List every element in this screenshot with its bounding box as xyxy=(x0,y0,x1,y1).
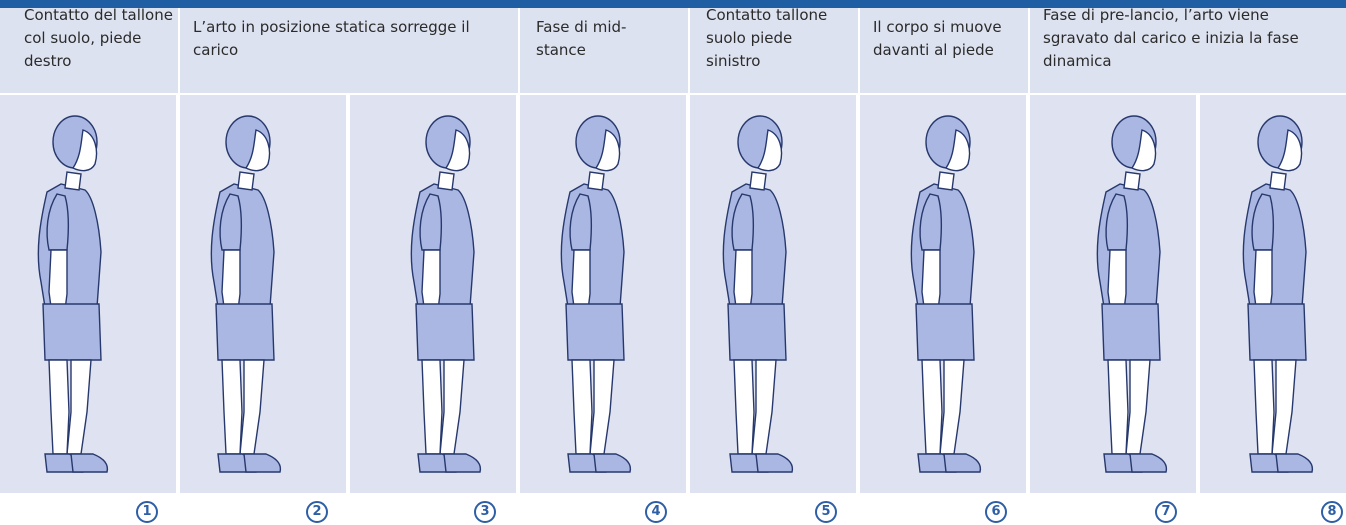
caption-heel-strike-left: Contatto tallone suolo piede sinistro xyxy=(706,6,828,70)
top-accent-bar xyxy=(0,0,1346,8)
caption-divider xyxy=(858,8,860,93)
step-number-4: 4 xyxy=(645,501,667,523)
step-number-5: 5 xyxy=(815,501,837,523)
step-number-8: 8 xyxy=(1321,501,1343,523)
caption-divider xyxy=(1028,8,1030,93)
caption-pre-swing: Fase di pre-lancio, l’arto viene sgravat… xyxy=(1043,6,1299,70)
step-number-2: 2 xyxy=(306,501,328,523)
step-number-3: 3 xyxy=(474,501,496,523)
step-number-1: 1 xyxy=(136,501,158,523)
caption-divider xyxy=(688,8,690,93)
caption-row xyxy=(0,8,1346,93)
step-number-7: 7 xyxy=(1155,501,1177,523)
caption-heel-strike-right: Contatto del tallone col suolo, piede de… xyxy=(24,6,173,70)
caption-loading-response: L’arto in posizione statica sorregge il … xyxy=(193,18,470,59)
caption-terminal-stance: Il corpo si muove davanti al piede xyxy=(873,18,1002,59)
caption-mid-stance: Fase di mid-stance xyxy=(536,18,627,59)
caption-divider xyxy=(178,8,180,93)
step-number-6: 6 xyxy=(985,501,1007,523)
caption-divider xyxy=(518,8,520,93)
